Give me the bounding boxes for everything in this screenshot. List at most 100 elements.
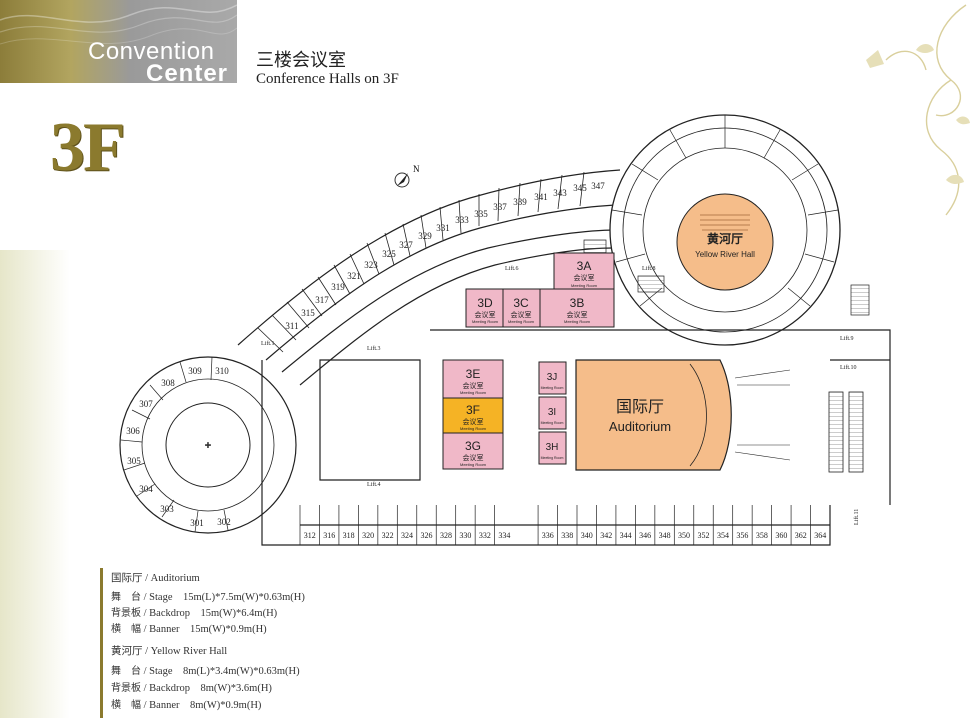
room-number-312: 312 [304,531,316,540]
room-number-311: 311 [285,321,298,331]
room-number-352: 352 [698,531,710,540]
svg-text:Meeting Room: Meeting Room [460,426,487,431]
room-number-331: 331 [436,223,450,233]
room-number-339: 339 [513,197,527,207]
room-number-348: 348 [659,531,671,540]
legend-yellow-stage: 舞 台 / Stage 8m(L)*3.4m(W)*0.63m(H) [111,666,300,677]
room-number-303: 303 [160,504,174,514]
room-number-310: 310 [215,366,229,376]
auditorium-en: Auditorium [609,419,671,434]
svg-text:会议室: 会议室 [567,310,588,319]
room-number-337: 337 [493,202,507,212]
svg-text:3C: 3C [513,296,529,310]
room-3h[interactable] [538,431,567,465]
room-number-322: 322 [382,531,394,540]
svg-text:3J: 3J [547,372,558,383]
room-number-329: 329 [418,231,432,241]
room-3g[interactable] [442,432,504,470]
yellow-river-hall-cn: 黄河厅 [707,231,743,246]
floral-ornament-icon [866,4,970,216]
auditorium-cn: 国际厅 [616,397,664,416]
room-3b[interactable] [539,288,615,328]
svg-text:Lift.8: Lift.8 [642,265,656,272]
room-number-325: 325 [382,249,396,259]
svg-text:Meeting Room: Meeting Room [460,462,487,467]
svg-text:3D: 3D [477,296,493,310]
svg-text:Lift.4: Lift.4 [367,481,381,488]
svg-text:3G: 3G [465,439,481,453]
svg-text:Lift.3: Lift.3 [367,345,381,352]
svg-text:Meeting Room: Meeting Room [508,319,535,324]
svg-text:会议室: 会议室 [511,310,532,319]
lift-labels: Lift.1 Lift.3 Lift.4 Lift.6 Lift.8 Lift.… [261,265,860,525]
room-number-362: 362 [795,531,807,540]
room-number-336: 336 [542,531,554,540]
svg-text:3E: 3E [466,367,481,381]
room-number-335: 335 [474,209,488,219]
svg-text:3F: 3F [466,403,480,417]
svg-text:3H: 3H [546,442,559,453]
svg-text:3B: 3B [570,296,585,310]
room-number-320: 320 [362,531,374,540]
room-number-334: 334 [498,531,510,540]
room-number-340: 340 [581,531,593,540]
room-3j[interactable] [538,361,567,395]
room-number-306: 306 [126,426,140,436]
room-number-301: 301 [190,518,204,528]
room-number-341: 341 [534,192,548,202]
room-number-315: 315 [301,308,315,318]
floor-label: 3F [50,109,126,186]
bottom-room-dividers [299,505,811,545]
room-number-360: 360 [775,531,787,540]
legend-yellow-backdrop: 背景板 / Backdrop 8m(W)*3.6m(H) [111,683,272,694]
room-number-330: 330 [459,531,471,540]
legend-auditorium-title: 国际厅 / Auditorium [111,573,200,584]
svg-text:Meeting Room: Meeting Room [460,390,487,395]
legend-yellow-title: 黄河厅 / Yellow River Hall [111,646,228,657]
room-number-324: 324 [401,531,413,540]
svg-text:会议室: 会议室 [574,273,595,282]
brand-convention: Convention [88,38,215,65]
main-building [261,329,891,546]
room-number-319: 319 [331,282,345,292]
room-number-345: 345 [573,183,587,193]
room-number-332: 332 [479,531,491,540]
room-number-327: 327 [399,240,413,250]
room-3d[interactable] [465,288,504,328]
legend-yellow-banner: 横 幅 / Banner 8m(W)*0.9m(H) [111,700,262,711]
room-number-323: 323 [364,260,378,270]
room-number-317: 317 [315,295,329,305]
page-title-cn: 三楼会议室 [256,50,346,71]
arc-room-dividers [257,171,585,353]
svg-text:3I: 3I [548,407,556,418]
rotunda-left: ✚ [119,356,297,534]
compass-icon: N [394,164,420,188]
svg-text:Meeting Room: Meeting Room [541,421,564,425]
escalators [583,239,870,473]
svg-text:会议室: 会议室 [463,381,484,390]
room-number-318: 318 [343,531,355,540]
room-number-356: 356 [736,531,748,540]
room-number-307: 307 [139,399,153,409]
room-number-347: 347 [591,181,605,191]
room-number-302: 302 [217,517,231,527]
room-number-316: 316 [323,531,335,540]
room-number-308: 308 [161,378,175,388]
room-3i[interactable] [538,396,567,430]
room-3a[interactable] [553,252,615,290]
room-number-350: 350 [678,531,690,540]
room-number-321: 321 [347,271,361,281]
compass-label: N [413,164,420,174]
legend-auditorium-stage: 舞 台 / Stage 15m(L)*7.5m(W)*0.63m(H) [111,592,305,603]
svg-text:Meeting Room: Meeting Room [571,283,598,288]
yellow-river-hall[interactable] [676,193,774,291]
auditorium[interactable]: 国际厅 Auditorium [575,359,791,471]
meeting-rooms: 3A 会议室 Meeting Room 3D 会议室 Meeting Room … [442,252,615,470]
room-number-304: 304 [139,484,153,494]
svg-text:会议室: 会议室 [463,417,484,426]
yellow-river-hall-en: Yellow River Hall [695,250,755,259]
page-title-en: Conference Halls on 3F [256,71,399,87]
svg-text:会议室: 会议室 [475,310,496,319]
room-3e[interactable] [442,359,504,399]
